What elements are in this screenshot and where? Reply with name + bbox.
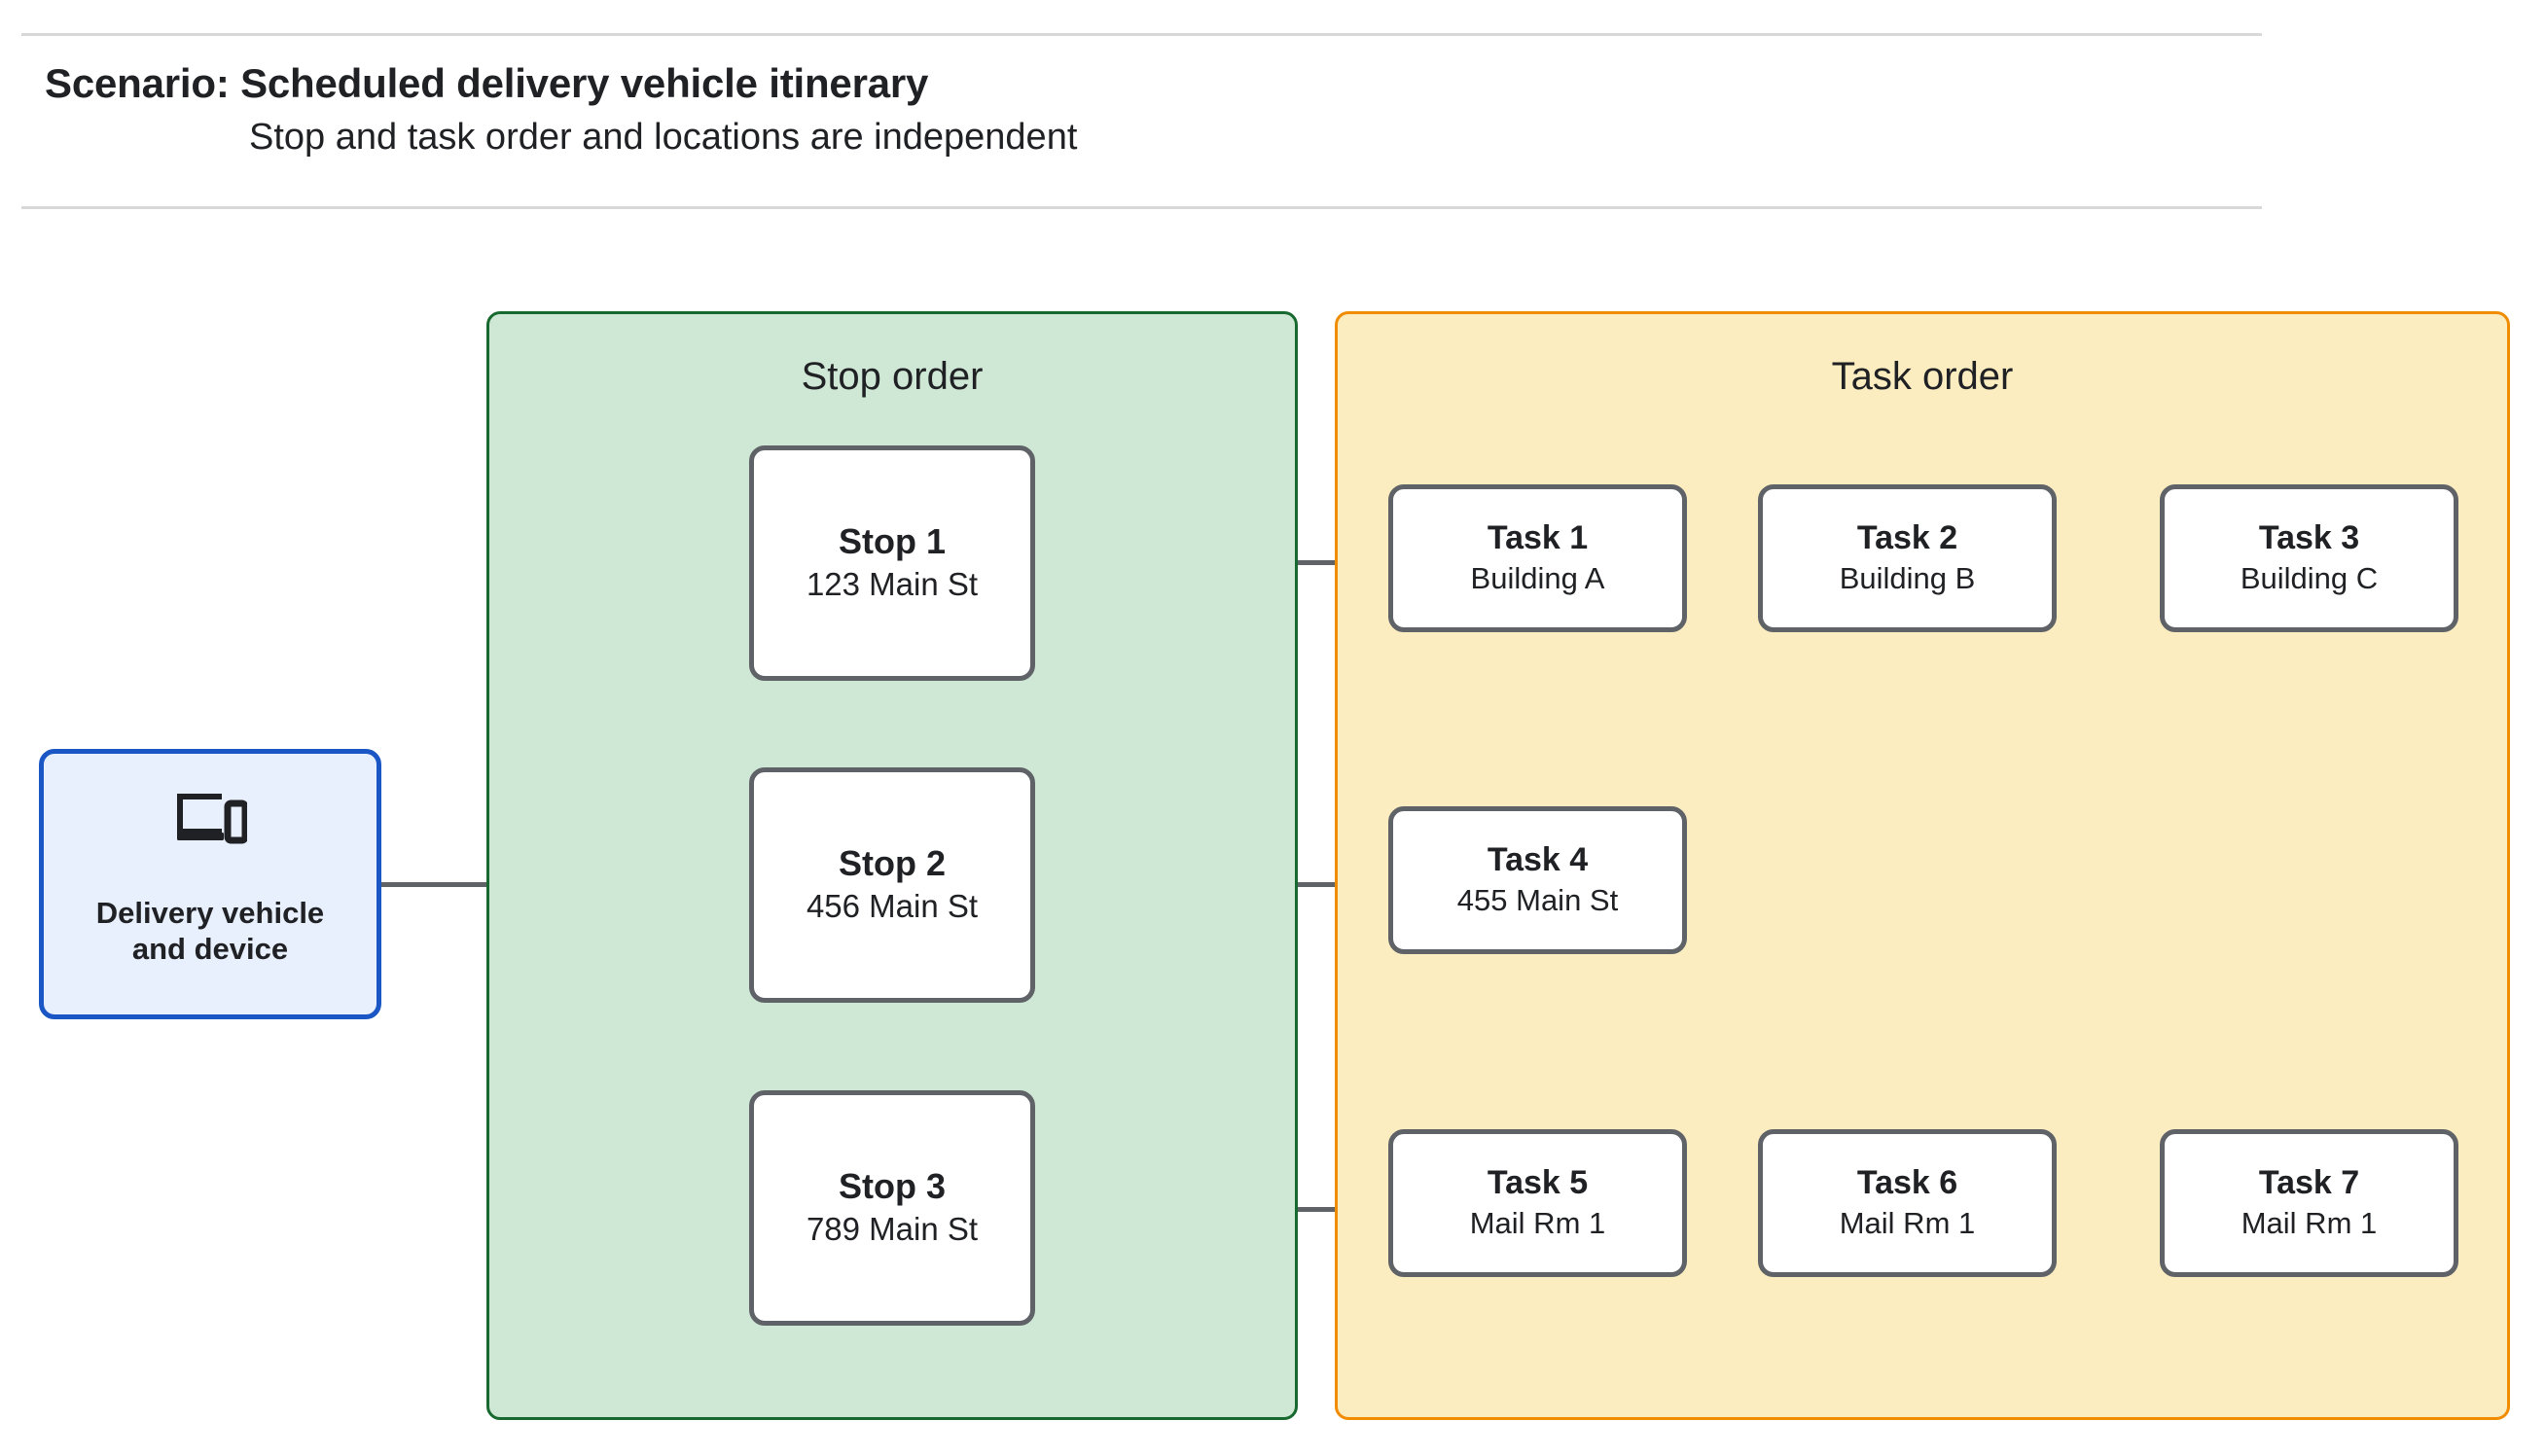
task-node-4[interactable]: Task 4 455 Main St [1388,806,1687,954]
task-node-5[interactable]: Task 5 Mail Rm 1 [1388,1129,1687,1277]
task-node-1[interactable]: Task 1 Building A [1388,484,1687,632]
stop-node-2[interactable]: Stop 2 456 Main St [749,767,1035,1003]
task-node-title: Task 7 [2258,1164,2360,1202]
task-node-7[interactable]: Task 7 Mail Rm 1 [2160,1129,2458,1277]
page-subtitle: Stop and task order and locations are in… [249,117,1078,158]
delivery-vehicle-node[interactable]: Delivery vehicle and device [39,749,381,1019]
stop-node-address: 456 Main St [806,888,979,925]
stop-node-title: Stop 2 [838,842,946,883]
stop-node-address: 123 Main St [806,566,979,603]
task-node-title: Task 3 [2258,519,2360,557]
stop-node-3[interactable]: Stop 3 789 Main St [749,1090,1035,1326]
stop-node-address: 789 Main St [806,1211,979,1248]
task-node-location: Building A [1470,561,1605,596]
task-node-title: Task 5 [1487,1164,1589,1202]
devices-icon [173,790,249,851]
page-title: Scenario: Scheduled delivery vehicle iti… [45,60,929,106]
stop-node-title: Stop 1 [838,520,946,561]
header-rule-top [21,33,2262,36]
stop-node-title: Stop 3 [838,1165,946,1206]
task-node-title: Task 6 [1856,1164,1958,1202]
task-node-3[interactable]: Task 3 Building C [2160,484,2458,632]
task-node-title: Task 1 [1487,519,1589,557]
stop-order-panel-title: Stop order [801,355,984,398]
task-node-location: Mail Rm 1 [1469,1206,1606,1241]
task-node-2[interactable]: Task 2 Building B [1758,484,2057,632]
task-node-location: Mail Rm 1 [1839,1206,1976,1241]
task-node-title: Task 4 [1487,841,1589,879]
task-node-location: Mail Rm 1 [2241,1206,2378,1241]
task-node-location: Building B [1839,561,1976,596]
stop-node-1[interactable]: Stop 1 123 Main St [749,445,1035,681]
task-order-panel-title: Task order [1831,355,2014,398]
task-node-location: 455 Main St [1456,883,1619,918]
task-node-location: Building C [2240,561,2379,596]
header-rule-bottom [21,206,2262,209]
task-node-title: Task 2 [1856,519,1958,557]
task-node-6[interactable]: Task 6 Mail Rm 1 [1758,1129,2057,1277]
delivery-vehicle-label: Delivery vehicle and device [95,895,325,966]
